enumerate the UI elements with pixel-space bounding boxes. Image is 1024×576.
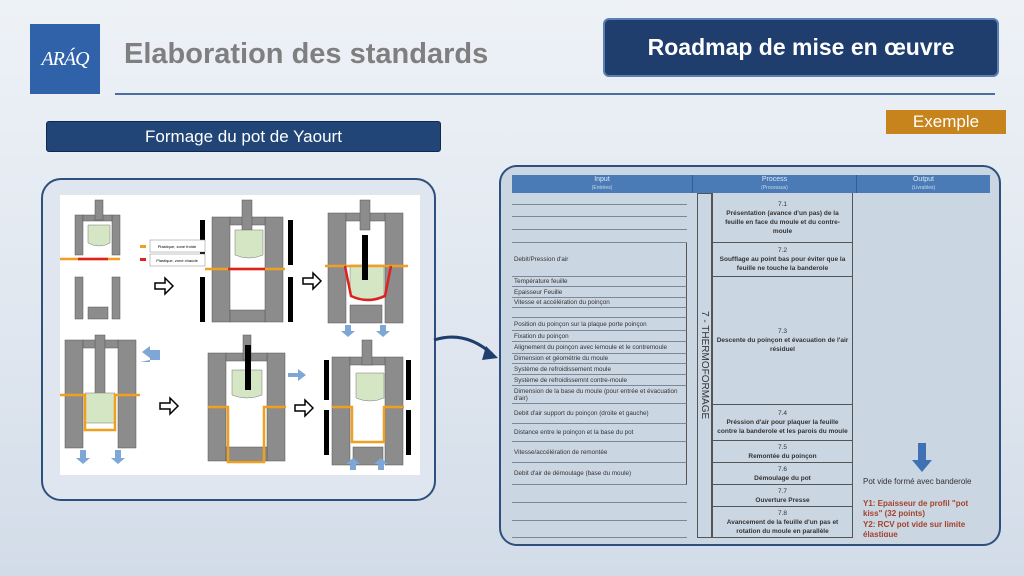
- header-process: Process(Processus): [693, 175, 857, 193]
- header-output: Output(Livrables): [857, 175, 990, 193]
- section-title: Formage du pot de Yaourt: [46, 121, 441, 152]
- step-text: Descente du poinçon et évacuation de l'a…: [716, 337, 849, 353]
- legend-hot: Plastique, zone chaude: [156, 258, 198, 263]
- input-row: Température feuille: [512, 277, 687, 287]
- input-row: [512, 485, 687, 503]
- step-number: 7.1: [777, 200, 788, 208]
- step-number: 7.5: [777, 443, 788, 451]
- input-row: Distance entre le poinçon et la base du …: [512, 424, 687, 442]
- input-row: Debit d'air support du poinçon (droite e…: [512, 404, 687, 424]
- output-text: Pot vide formé avec banderole: [863, 477, 972, 486]
- input-row: Epaisseur Feuille: [512, 287, 687, 298]
- input-row: Vitesse et accélération du poinçon: [512, 298, 687, 308]
- input-row: [512, 230, 687, 243]
- section-label: 7 - THERMOFORMAGE: [697, 193, 712, 538]
- input-row: [512, 217, 687, 230]
- input-row: [512, 308, 687, 318]
- example-badge: Exemple: [886, 110, 1006, 134]
- step-number: 7.4: [777, 410, 788, 417]
- title-divider: [115, 93, 995, 95]
- step-number: 7.2: [777, 247, 788, 254]
- input-row: [512, 503, 687, 521]
- input-row: Debit/Pression d'air: [512, 243, 687, 277]
- thermoforming-diagram: Plastique, zone froide Plastique, zone c…: [60, 195, 420, 475]
- input-row: [512, 193, 687, 205]
- step-text: Soufflage au point bas pour éviter que l…: [719, 256, 846, 272]
- step-number: 7.7: [777, 487, 788, 495]
- step-text: Avancement de la feuille d'un pas et rot…: [726, 518, 839, 535]
- input-row: [512, 521, 687, 538]
- step-text: Présentation (avance d'un pas) de la feu…: [725, 209, 840, 235]
- input-row: [512, 205, 687, 217]
- input-row: Alignement du poinçon avec lemoule et le…: [512, 342, 687, 354]
- legend-cold: Plastique, zone froide: [158, 244, 197, 249]
- input-row: Système de refroidissement moule: [512, 364, 687, 375]
- connector-arrow-icon: [433, 335, 498, 360]
- araq-logo: ARÁQ: [30, 24, 100, 94]
- down-arrow-icon: [912, 443, 932, 472]
- step-text: Préssion d'air pour plaquer la feuille c…: [717, 419, 848, 435]
- input-row: Système de refroidissemnt contre-moule: [512, 375, 687, 386]
- input-row: Dimension de la base du moule (pour entr…: [512, 386, 687, 404]
- input-row: Fixation du poinçon: [512, 331, 687, 342]
- roadmap-table-panel: [499, 165, 1001, 546]
- step-text: Démoulage du pot: [754, 474, 811, 482]
- page-title: Elaboration des standards: [124, 38, 489, 70]
- step-number: 7.6: [777, 465, 788, 473]
- output-y1: Y1: Epaisseur de profil "pot kiss" (32 p…: [863, 499, 969, 518]
- input-row: Dimension et géométrie du moule: [512, 354, 687, 364]
- step-number: 7.3: [777, 328, 788, 335]
- header-input: Input(Entrées): [512, 175, 693, 193]
- input-row: Debit d'air de démoulage (base du moule): [512, 463, 687, 485]
- input-row: Vitesse/accélération de remontée: [512, 442, 687, 463]
- step-text: Ouverture Presse: [755, 496, 810, 504]
- input-row: Position du poinçon sur la plaque porte …: [512, 318, 687, 331]
- roadmap-banner: Roadmap de mise en œuvre: [603, 18, 999, 77]
- step-number: 7.8: [777, 509, 788, 517]
- step-text: Remontée du poinçon: [748, 452, 817, 460]
- output-y2: Y2: RCV pot vide sur limite élastique: [863, 520, 966, 537]
